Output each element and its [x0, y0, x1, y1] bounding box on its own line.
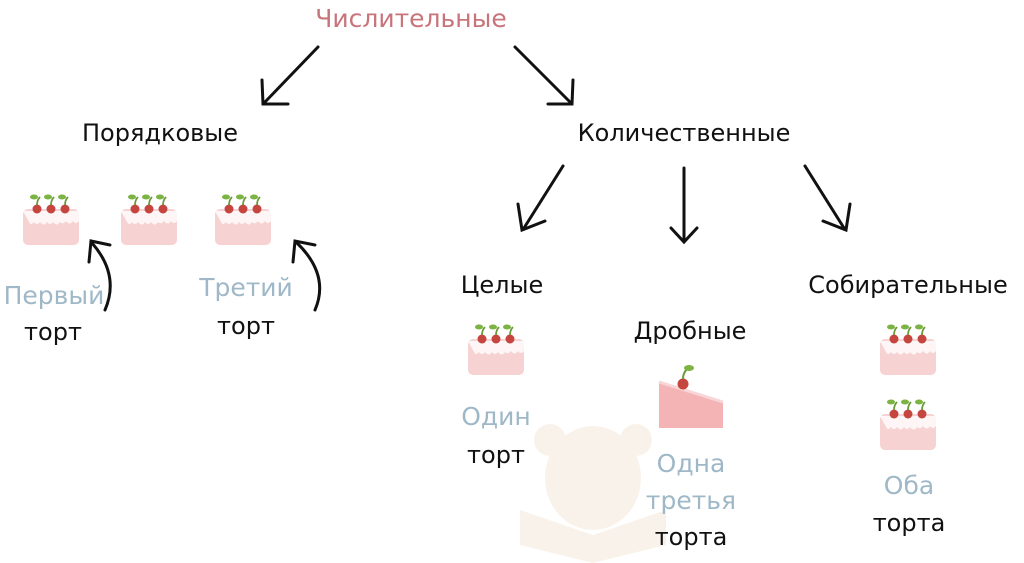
whole-example-word: Один	[461, 402, 531, 431]
cardinal-title: Количественные	[577, 119, 791, 147]
arrowhead	[669, 226, 699, 245]
arrowhead	[546, 78, 575, 106]
fractional-title: Дробные	[633, 317, 747, 345]
arrowhead	[260, 78, 290, 106]
fractional-example-noun: торта	[654, 523, 728, 551]
fractional-example-word: Одна	[656, 449, 726, 478]
root-title: Числительные	[315, 4, 507, 33]
cake-icon	[879, 398, 937, 451]
arrowhead	[87, 239, 112, 264]
cake-icon	[214, 193, 272, 246]
arrow-cardinal-whole	[522, 164, 565, 230]
cake-icon	[879, 323, 937, 376]
ordinal-title: Порядковые	[81, 119, 239, 147]
curved-arrow-third	[295, 241, 322, 312]
curved-arrow-first	[90, 241, 112, 312]
ordinal-example-noun: торт	[217, 312, 275, 340]
arrowhead	[821, 202, 852, 233]
cake-icon	[22, 193, 80, 246]
whole-example-noun: торт	[467, 441, 525, 469]
collective-example-word: Оба	[883, 471, 935, 500]
ordinal-example-word: Первый	[3, 281, 105, 310]
watermark-logo	[520, 424, 666, 563]
arrowhead	[516, 202, 547, 233]
fractional-example-word: третья	[645, 486, 737, 515]
collective-example-noun: торта	[872, 509, 946, 537]
arrow-cardinal-collective	[803, 164, 846, 230]
cake-slice-icon	[657, 363, 725, 430]
whole-title: Целые	[460, 271, 544, 299]
cake-icon	[120, 193, 178, 246]
arrow-root-cardinal	[513, 45, 572, 104]
collective-title: Собирательные	[808, 271, 1008, 299]
ordinal-example-word: Третий	[199, 273, 293, 302]
cake-icon	[467, 323, 525, 376]
arrow-root-ordinal	[263, 45, 320, 104]
arrowhead	[291, 239, 317, 264]
ordinal-example-noun: торт	[24, 318, 82, 346]
